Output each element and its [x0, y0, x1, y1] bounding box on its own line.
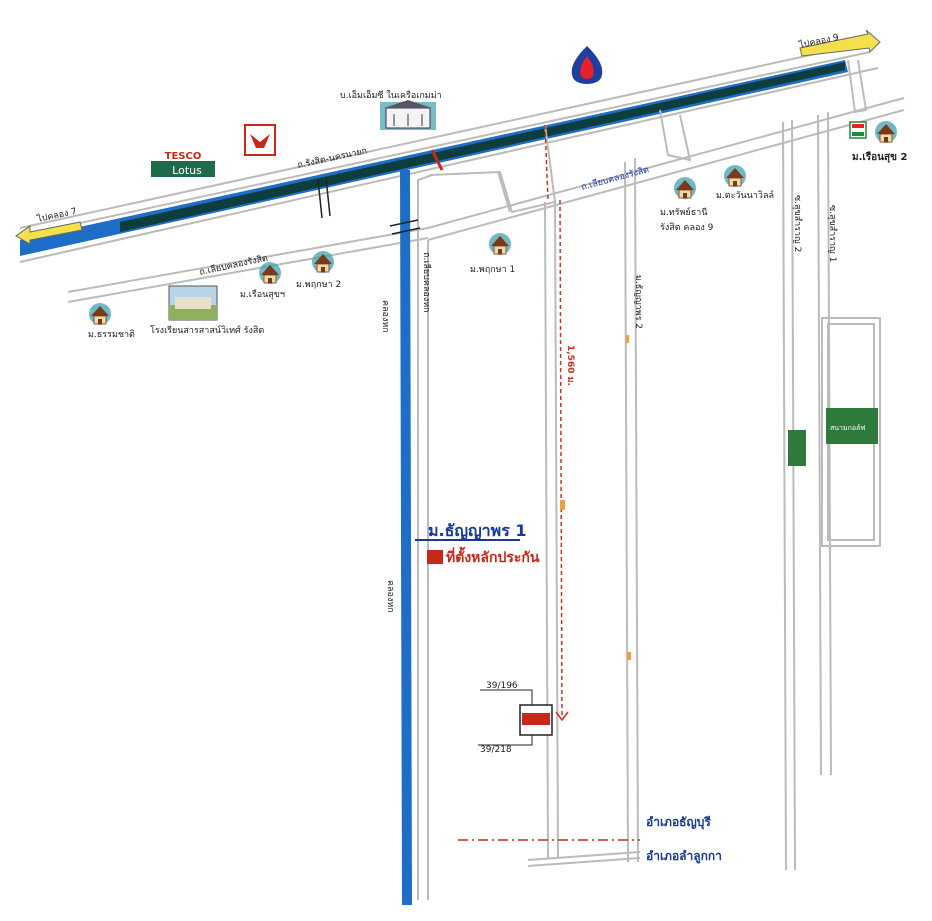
- house-icon: [311, 250, 335, 274]
- label-collateral-location: ที่ตั้งหลักประกัน: [446, 546, 540, 566]
- rangsit-nakhon-nayok-road: [19, 41, 879, 263]
- tesco-lotus-logo: TESCO Lotus: [151, 151, 215, 177]
- arrow-left-icon: [15, 221, 83, 245]
- village-thip-thani: ม.ทรัพย์ธานี: [660, 206, 707, 218]
- khlong-hok-canal: [400, 170, 412, 905]
- label-thanyaporn1: ม.ธัญญาพร 1: [428, 521, 526, 541]
- bird-logo-icon: [244, 124, 276, 156]
- ptt-icon: [571, 46, 603, 84]
- label-district-lamlukka: อำเภอลำลูกกา: [646, 849, 722, 864]
- label-khlong-hok-lower: คลองหก: [385, 580, 395, 613]
- label-green-box: สนามกอล์ฟ: [830, 424, 865, 432]
- seven-eleven-icon: [849, 121, 867, 139]
- label-liab-khlong-hok: ถ.เลียบคลองหก: [421, 252, 432, 313]
- bridges: [317, 149, 444, 235]
- lotus-text: Lotus: [172, 164, 202, 177]
- house-icon: [874, 120, 898, 144]
- school-photo-icon: [168, 285, 218, 321]
- distance-line: [544, 124, 569, 722]
- label-factory: บ.เอ็มเอ็มซี ในเครือเกมม่า: [340, 88, 442, 101]
- liab-khlong-hok-road: [417, 174, 433, 900]
- village-pruksa2: ม.พฤกษา 2: [296, 280, 341, 290]
- house-icon: [88, 302, 112, 326]
- village-thip-thani-sub: รังสิต คลอง 9: [660, 222, 714, 233]
- label-lot-bottom: 39/218: [480, 745, 512, 755]
- marker-orange: [560, 500, 565, 510]
- label-thanyaporn2: ม.ธัญญาพร 2: [633, 275, 643, 329]
- green-area-box: [826, 408, 878, 444]
- green-small-box: [788, 430, 806, 466]
- village-tawan-villa: ม.ตะวันนาวิลล์: [716, 189, 774, 201]
- factory-icon: [380, 100, 436, 130]
- collateral-plot: [478, 689, 553, 746]
- house-icon: [673, 176, 697, 200]
- label-soi-1: ซ.สุขสำราญ 1: [827, 205, 838, 262]
- label-lower-road: ถ.เลียบคลองรังสิต: [198, 253, 269, 278]
- house-icon: [488, 232, 512, 256]
- village-ruean-suk: ม.เรือนสุขฯ: [240, 289, 285, 300]
- label-to-klong7: ไปคลอง 7: [35, 206, 78, 225]
- label-lot-top: 39/196: [486, 681, 518, 691]
- village-pruksa1: ม.พฤกษา 1: [470, 265, 515, 275]
- marker-orange: [626, 335, 629, 343]
- arrow-right-icon: [799, 29, 881, 57]
- label-soi-2: ซ.สุขสำราญ 2: [792, 195, 803, 252]
- landmark-school: โรงเรียนสารสาสน์วิเทศ์ รังสิต: [150, 324, 264, 336]
- house-icon: [723, 164, 747, 188]
- label-district-thanyaburi: อำเภอธัญบุรี: [646, 815, 711, 830]
- village-ruean-suk2: ม.เรือนสุข 2: [852, 151, 907, 163]
- house-icon: [258, 261, 282, 285]
- marker-orange: [627, 652, 631, 660]
- label-distance: 1,560 ม.: [565, 345, 575, 386]
- tesco-text: TESCO: [165, 151, 202, 162]
- label-khlong-hok: คลองหก: [380, 300, 390, 333]
- village-thammathat: ม.ธรรมชาติ: [88, 329, 135, 340]
- collateral-marker: [427, 550, 443, 564]
- connector-roads: [429, 59, 868, 214]
- main-canal: [20, 60, 848, 256]
